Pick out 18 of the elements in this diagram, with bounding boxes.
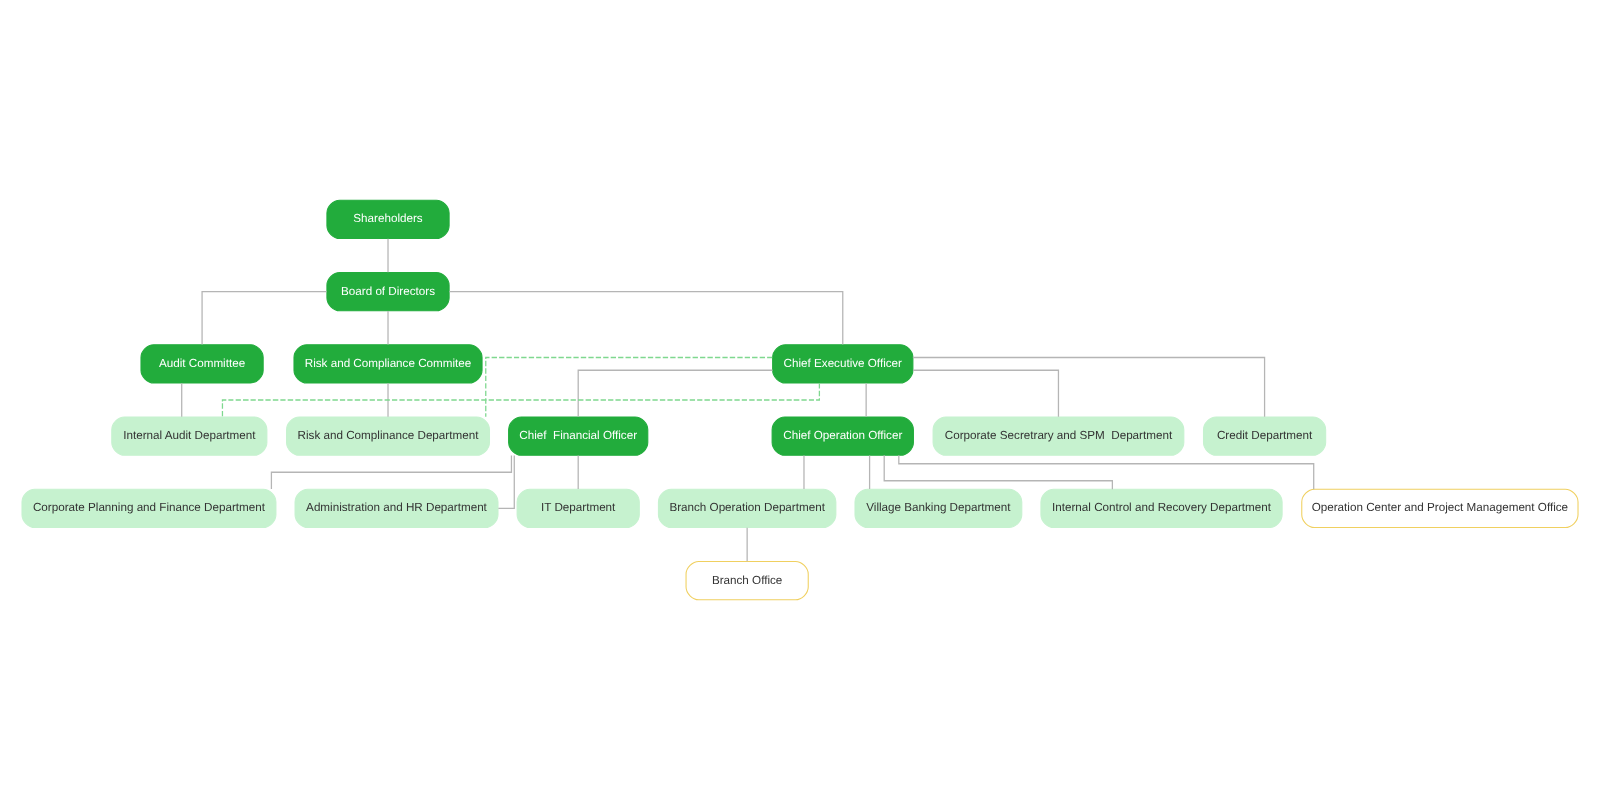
connector — [868, 454, 871, 490]
connector — [181, 382, 183, 418]
connector — [883, 454, 1113, 490]
connector — [497, 454, 515, 509]
connector — [387, 310, 389, 346]
connector — [912, 369, 1060, 418]
connector — [912, 356, 1266, 418]
connector — [270, 454, 513, 490]
connector — [485, 356, 773, 418]
connector — [387, 382, 389, 418]
connector — [387, 238, 389, 273]
connector — [865, 382, 867, 418]
connector — [577, 369, 774, 418]
connector — [201, 291, 328, 346]
connector — [746, 527, 748, 562]
connector — [803, 454, 805, 490]
connector — [577, 454, 579, 490]
connector — [448, 291, 844, 346]
